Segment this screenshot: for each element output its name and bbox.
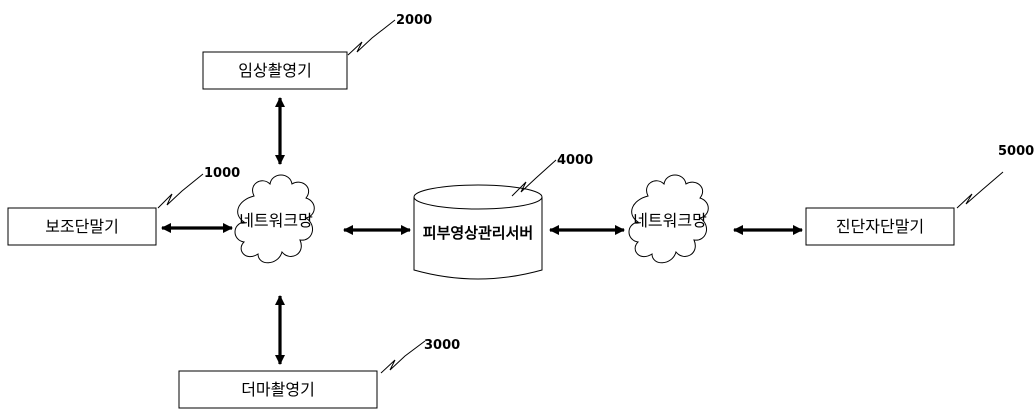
dermo-camera-ref: 3000 [380, 338, 460, 374]
aux-terminal-node: 보조단말기 [7, 207, 157, 246]
server-ref-number: 4000 [557, 153, 593, 168]
clinical-camera-ref-number: 2000 [396, 13, 432, 28]
clinical-camera-label: 임상촬영기 [238, 61, 312, 80]
network-right-label: 네트워크망 [633, 211, 707, 230]
aux-terminal-label: 보조단말기 [45, 217, 119, 236]
dermo-camera-ref-number: 3000 [424, 338, 460, 353]
network-left-label: 네트워크망 [239, 211, 313, 230]
dermo-camera-label: 더마촬영기 [241, 380, 315, 399]
server-ref: 4000 [511, 153, 593, 197]
network-left-cloud: 네트워크망 [234, 174, 315, 264]
aux-terminal-ref: 1000 [157, 166, 240, 209]
clinical-camera-node: 임상촬영기 [202, 51, 348, 90]
diagnostic-terminal-label: 진단자단말기 [836, 217, 924, 236]
server-label: 피부영상관리서버 [423, 224, 533, 242]
server-node: 피부영상관리서버 [413, 184, 543, 280]
diagnostic-terminal-ref: 5000 [956, 144, 1034, 209]
network-right-cloud: 네트워크망 [628, 174, 709, 264]
dermo-camera-node: 더마촬영기 [178, 370, 378, 409]
diagnostic-terminal-node: 진단자단말기 [805, 207, 955, 246]
aux-terminal-ref-number: 1000 [204, 166, 240, 181]
diagnostic-terminal-ref-number: 5000 [998, 144, 1034, 159]
clinical-camera-ref: 2000 [347, 13, 432, 56]
